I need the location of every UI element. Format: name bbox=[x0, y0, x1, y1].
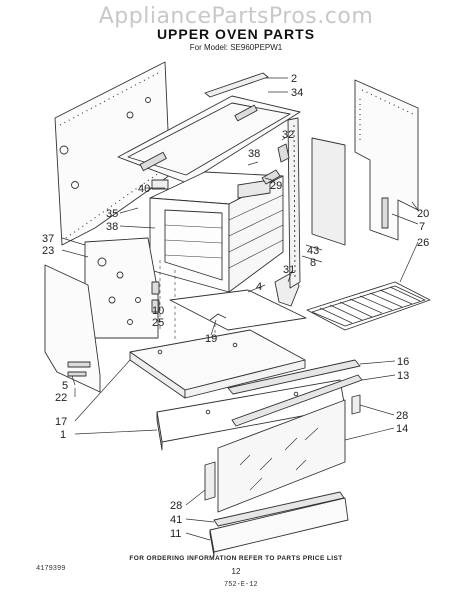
callout-17: 17 bbox=[55, 416, 67, 428]
door-trim-strips bbox=[227, 359, 363, 427]
right-back-panel bbox=[354, 79, 419, 241]
page-number: 12 bbox=[231, 567, 241, 576]
callout-5: 5 bbox=[62, 380, 68, 392]
top-panel bbox=[117, 95, 301, 184]
callout-28b: 28 bbox=[170, 500, 182, 512]
bottom-panel bbox=[129, 329, 306, 399]
callout-11: 11 bbox=[170, 528, 181, 540]
callout-38b: 38 bbox=[106, 221, 118, 233]
callout-4: 4 bbox=[256, 281, 262, 293]
callout-37: 37 bbox=[42, 233, 54, 245]
lower-left-panel bbox=[44, 264, 101, 393]
kick-panel bbox=[209, 497, 349, 557]
left-side-panel bbox=[84, 237, 160, 339]
left-back-panel bbox=[54, 61, 171, 246]
callout-labels: 2 34 32 38 29 40 35 38 20 7 37 23 43 8 2… bbox=[42, 73, 429, 540]
date-code: 752-E-12 bbox=[224, 581, 258, 589]
oven-liner bbox=[149, 171, 284, 293]
top-strip bbox=[204, 72, 269, 98]
callout-23: 23 bbox=[42, 245, 54, 257]
callout-13: 13 bbox=[397, 370, 409, 382]
door-glass bbox=[217, 399, 346, 513]
upper-bracket bbox=[261, 143, 290, 185]
callout-31: 31 bbox=[283, 264, 295, 276]
callout-25: 25 bbox=[152, 317, 164, 329]
callout-19: 19 bbox=[205, 333, 217, 345]
callout-8: 8 bbox=[310, 257, 316, 269]
callout-40: 40 bbox=[138, 183, 150, 195]
callout-7: 7 bbox=[419, 221, 425, 233]
callout-26: 26 bbox=[417, 237, 429, 249]
callout-43: 43 bbox=[307, 245, 319, 257]
callout-35: 35 bbox=[106, 208, 118, 220]
side-trim-right bbox=[351, 394, 361, 415]
callout-38: 38 bbox=[248, 148, 260, 160]
callout-41: 41 bbox=[170, 514, 182, 526]
side-trim-left bbox=[204, 461, 216, 501]
ordering-info-note: FOR ORDERING INFORMATION REFER TO PARTS … bbox=[129, 555, 343, 562]
callout-16: 16 bbox=[397, 356, 409, 368]
callout-20: 20 bbox=[417, 208, 429, 220]
callout-29: 29 bbox=[270, 180, 282, 192]
callout-10: 10 bbox=[152, 305, 164, 317]
document-code: 4179399 bbox=[36, 565, 66, 573]
oven-rack bbox=[306, 281, 431, 331]
callout-1: 1 bbox=[60, 429, 66, 441]
site-watermark: AppliancePartsPros.com bbox=[98, 4, 374, 29]
insulation-panel bbox=[311, 137, 346, 246]
page-title: UPPER OVEN PARTS bbox=[156, 26, 316, 42]
callout-28: 28 bbox=[396, 410, 408, 422]
bottom-tray bbox=[169, 289, 307, 331]
callout-14: 14 bbox=[396, 423, 408, 435]
callout-2: 2 bbox=[291, 73, 297, 85]
model-number: For Model: SE960PEPW1 bbox=[189, 43, 283, 52]
callout-32: 32 bbox=[282, 129, 294, 141]
front-post bbox=[287, 117, 301, 289]
callout-22: 22 bbox=[55, 392, 67, 404]
leader-lines bbox=[61, 77, 419, 541]
callout-34: 34 bbox=[291, 87, 303, 99]
